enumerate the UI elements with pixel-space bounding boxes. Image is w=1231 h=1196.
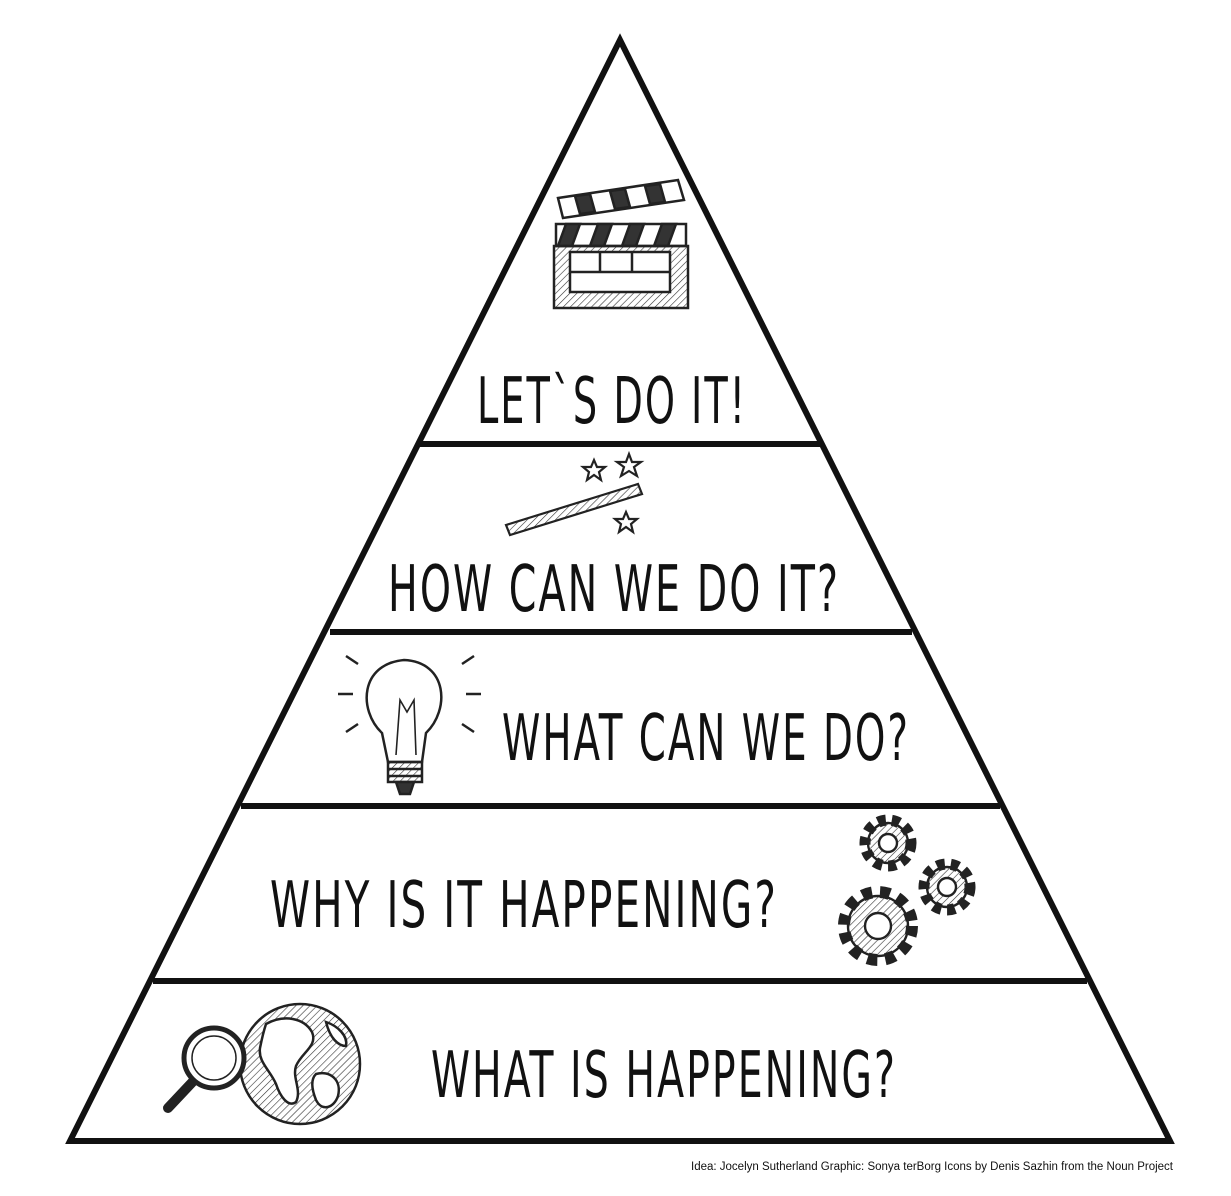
gears-icon xyxy=(838,814,976,966)
globe-magnifier-icon xyxy=(163,1002,362,1126)
lightbulb-icon xyxy=(338,654,481,796)
level-1-lets-do-it: LET`S DO IT! xyxy=(477,178,747,439)
magic-wand-icon xyxy=(504,450,645,537)
clapperboard-icon xyxy=(552,178,690,310)
level-4-why-is-it-happening: WHY IS IT HAPPENING? xyxy=(270,814,976,966)
level-label: WHAT IS HAPPENING? xyxy=(431,1039,897,1113)
level-label: WHAT CAN WE DO? xyxy=(502,702,910,776)
level-5-what-is-happening: WHAT IS HAPPENING? xyxy=(163,1002,897,1126)
level-label: WHY IS IT HAPPENING? xyxy=(270,869,778,943)
level-label: HOW CAN WE DO IT? xyxy=(388,553,840,627)
level-3-what-can-we-do: WHAT CAN WE DO? xyxy=(338,654,910,796)
level-2-how-can-we-do-it: HOW CAN WE DO IT? xyxy=(388,450,840,627)
pyramid-outline xyxy=(65,33,1175,1144)
credit-line: Idea: Jocelyn Sutherland Graphic: Sonya … xyxy=(691,1161,1173,1173)
level-label: LET`S DO IT! xyxy=(477,365,747,439)
